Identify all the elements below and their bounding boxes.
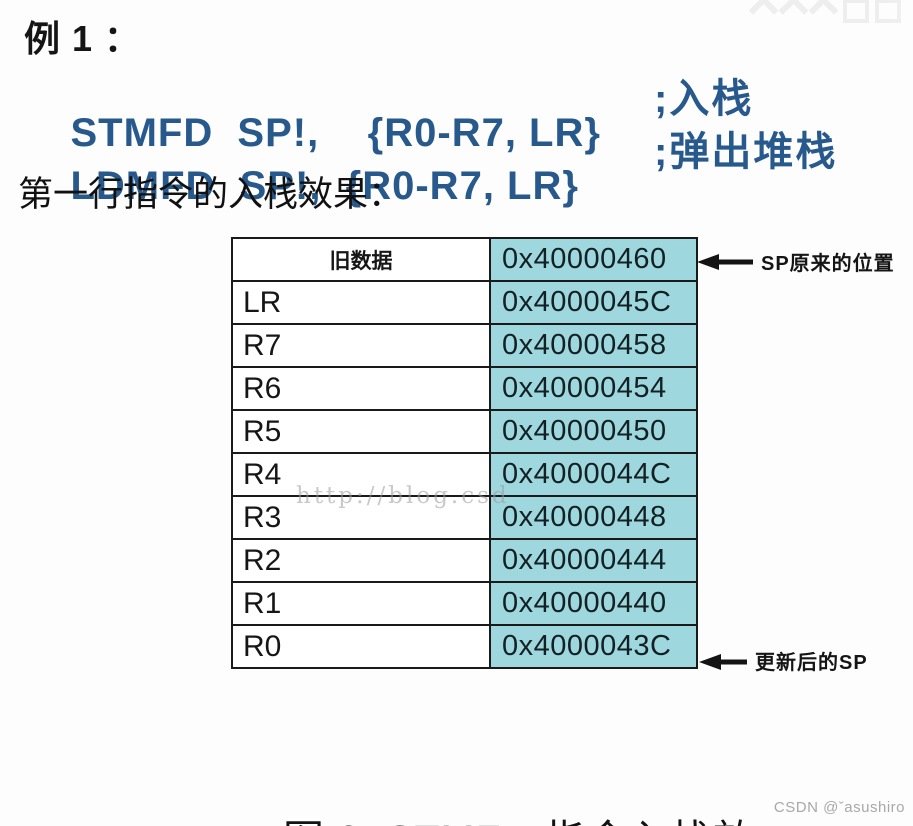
example-title: 例 1 ：	[24, 18, 142, 59]
table-row: 旧数据 0x40000460	[231, 237, 698, 282]
register-cell: R5	[231, 409, 491, 454]
left-arrow-icon	[697, 253, 753, 270]
code-instruction: STMFD SP!, {R0-R7, LR}	[70, 111, 601, 155]
table-row: R5 0x40000450	[231, 409, 698, 454]
register-cell: R4	[231, 452, 491, 497]
address-cell: 0x4000044C	[489, 452, 698, 497]
corner-watermark	[748, 0, 907, 25]
code-instruction: LDMFD SP!, {R0-R7, LR}	[70, 164, 579, 208]
address-cell: 0x40000448	[489, 495, 698, 540]
chevron-shape	[808, 0, 839, 25]
stack-table: 旧数据 0x40000460 LR 0x4000045C R7 0x400004…	[231, 237, 698, 669]
csdn-watermark: CSDN @ˇasushiro	[773, 799, 905, 816]
table-row: R4 0x4000044C	[231, 452, 698, 497]
left-arrow-icon	[699, 653, 747, 670]
chevron-shape	[778, 0, 809, 25]
address-cell: 0x40000444	[489, 538, 698, 583]
register-cell: R0	[231, 624, 491, 669]
register-cell: R6	[231, 366, 491, 411]
table-row: R6 0x40000454	[231, 366, 698, 411]
code-line-ldmfd: LDMFD SP!, {R0-R7, LR} ;弹出堆栈	[22, 119, 902, 208]
annotation-label: 更新后的SP	[755, 652, 868, 674]
register-cell: LR	[231, 280, 491, 325]
annotation-sp-original: SP原来的位置	[695, 247, 895, 276]
code-line-stmfd: STMFD SP!, {R0-R7, LR} ;入栈	[22, 66, 902, 155]
register-cell: R2	[231, 538, 491, 583]
address-cell: 0x40000460	[489, 237, 698, 282]
table-row: R1 0x40000440	[231, 581, 698, 626]
register-cell: R1	[231, 581, 491, 626]
table-row: R2 0x40000444	[231, 538, 698, 583]
table-row: LR 0x4000045C	[231, 280, 698, 325]
register-cell: R7	[231, 323, 491, 368]
caption-line: 图 3 STMFD 指令入栈效	[283, 814, 755, 826]
address-cell: 0x4000043C	[489, 624, 698, 669]
address-cell: 0x40000440	[489, 581, 698, 626]
table-row: R3 0x40000448	[231, 495, 698, 540]
address-cell: 0x4000045C	[489, 280, 698, 325]
annotation-label: SP原来的位置	[761, 253, 895, 275]
table-row: R0 0x4000043C	[231, 624, 698, 669]
register-cell: 旧数据	[231, 237, 491, 282]
address-cell: 0x40000454	[489, 366, 698, 411]
intro-text: 第一行指令的入栈效果：	[18, 175, 404, 214]
address-cell: 0x40000458	[489, 323, 698, 368]
table-row: R7 0x40000458	[231, 323, 698, 368]
address-cell: 0x40000450	[489, 409, 698, 454]
chevron-shape	[748, 0, 779, 25]
code-comment: ;弹出堆栈	[654, 130, 838, 174]
annotation-sp-updated: 更新后的SP	[697, 646, 868, 675]
code-comment: ;入栈	[654, 77, 754, 121]
register-cell: R3	[231, 495, 491, 540]
block-shape	[875, 0, 901, 23]
block-shape	[843, 0, 869, 23]
figure-caption: 图 3 STMFD 指令入栈效 果	[283, 708, 755, 826]
